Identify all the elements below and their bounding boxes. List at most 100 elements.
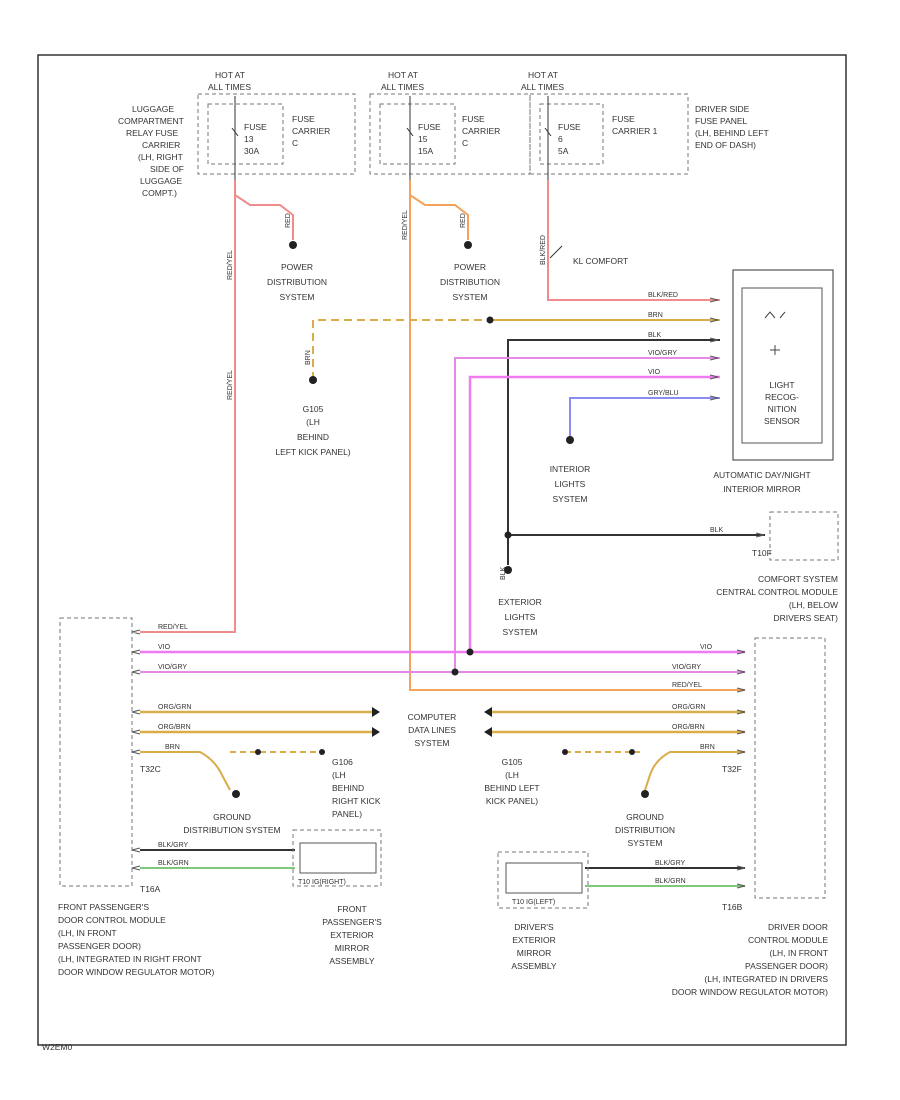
svg-text:NITION: NITION — [768, 404, 797, 414]
fuse-2-line-1: FUSE — [418, 122, 441, 132]
carrier-2-line-1: FUSE — [462, 114, 485, 124]
diagram-frame — [37, 54, 847, 1046]
right-carrier-description: DRIVER SIDE FUSE PANEL (LH, BEHIND LEFT … — [695, 104, 769, 150]
svg-text:DOOR WINDOW REGULATOR MOTOR): DOOR WINDOW REGULATOR MOTOR) — [58, 967, 214, 977]
connector-t16a: T16A — [140, 884, 161, 894]
mirror-outer-box — [732, 269, 834, 461]
svg-text:(LH: (LH — [332, 770, 346, 780]
svg-text:RELAY FUSE: RELAY FUSE — [126, 128, 178, 138]
svg-text:SYSTEM: SYSTEM — [453, 292, 488, 302]
data-arrow-left-1 — [372, 707, 380, 717]
svg-text:G105: G105 — [502, 757, 523, 767]
svg-text:FRONT PASSENGER'S: FRONT PASSENGER'S — [58, 902, 149, 912]
ground-terminal — [309, 376, 317, 384]
fuse-3-line-3: 5A — [558, 146, 569, 156]
fuse-inner-box-3 — [539, 103, 604, 165]
fuse-1-line-2: 13 — [244, 134, 254, 144]
hot-at-label-2b: ALL TIMES — [381, 82, 424, 92]
fuse-carrier-box-3 — [529, 93, 689, 175]
driver-door-module-box — [754, 637, 826, 899]
left-wire-blkgrn: BLK/GRN — [158, 860, 189, 867]
svg-text:BEHIND: BEHIND — [332, 783, 364, 793]
ground-terminal — [255, 749, 261, 755]
svg-text:DRIVER SIDE: DRIVER SIDE — [695, 104, 750, 114]
svg-text:CARRIER: CARRIER — [142, 140, 180, 150]
sensor-wire-1: BLK/RED — [648, 292, 678, 299]
left-wire-org2: ORG/BRN — [158, 724, 191, 731]
wire-gray-blue — [569, 397, 720, 440]
left-wire-brn: BRN — [165, 744, 180, 751]
svg-text:EXTERIOR: EXTERIOR — [330, 930, 373, 940]
drivers-mirror-label: DRIVER'S EXTERIOR MIRROR ASSEMBLY — [511, 922, 557, 971]
svg-text:DOOR WINDOW REGULATOR MOTOR): DOOR WINDOW REGULATOR MOTOR) — [672, 987, 828, 997]
interior-lights-terminal — [566, 436, 574, 444]
svg-text:RIGHT KICK: RIGHT KICK — [332, 796, 381, 806]
svg-text:COMPUTER: COMPUTER — [408, 712, 457, 722]
wire-red-left-branch — [234, 194, 294, 240]
hot-at-label-3b: ALL TIMES — [521, 82, 564, 92]
svg-text:DATA LINES: DATA LINES — [408, 725, 456, 735]
svg-text:DISTRIBUTION SYSTEM: DISTRIBUTION SYSTEM — [183, 825, 280, 835]
svg-text:GROUND: GROUND — [213, 812, 251, 822]
kl-comfort-label: KL COMFORT — [573, 256, 628, 266]
interior-lights-label: INTERIOR LIGHTS SYSTEM — [550, 464, 591, 504]
comfort-module-box — [769, 511, 839, 561]
hot-at-label-1: HOT AT — [215, 70, 245, 80]
svg-text:EXTERIOR: EXTERIOR — [498, 597, 541, 607]
svg-text:KICK PANEL): KICK PANEL) — [486, 796, 538, 806]
ground-terminal — [641, 790, 649, 798]
svg-text:SIDE OF: SIDE OF — [150, 164, 184, 174]
fuse-area: HOT AT ALL TIMES HOT AT ALL TIMES HOT AT… — [118, 70, 769, 198]
right-wire-org2: ORG/BRN — [672, 724, 705, 731]
front-passenger-door-label: FRONT PASSENGER'S DOOR CONTROL MODULE (L… — [58, 902, 214, 977]
wire-orange-mid-vertical — [409, 180, 745, 691]
ground-g106-label: G106 (LH BEHIND RIGHT KICK PANEL) — [332, 757, 381, 819]
connector-t32c: T32C — [140, 764, 161, 774]
exterior-lights-label: EXTERIOR LIGHTS SYSTEM — [498, 597, 541, 637]
sensor-icon — [770, 345, 780, 355]
connector-pins — [131, 297, 765, 889]
carrier-1-line-3: C — [292, 138, 298, 148]
data-arrow-left-2 — [372, 727, 380, 737]
power-terminal — [464, 241, 472, 249]
junction-dot — [451, 668, 459, 676]
fuse-symbol-1 — [231, 96, 239, 180]
fuse-2-line-3: 15A — [418, 146, 433, 156]
svg-text:INTERIOR: INTERIOR — [550, 464, 591, 474]
junction-dot — [504, 531, 512, 539]
svg-text:LUGGAGE: LUGGAGE — [140, 176, 182, 186]
ground-distribution-left: GROUND DISTRIBUTION SYSTEM — [183, 812, 280, 835]
fuse-symbol-3 — [544, 96, 552, 180]
sensor-inner-box — [741, 287, 823, 444]
sensor-wire-2: BRN — [648, 312, 663, 319]
svg-text:(LH: (LH — [505, 770, 519, 780]
svg-text:DOOR CONTROL MODULE: DOOR CONTROL MODULE — [58, 915, 166, 925]
ground-terminal — [232, 790, 240, 798]
left-wire-blkgry: BLK/GRY — [158, 842, 189, 849]
svg-text:END OF DASH): END OF DASH) — [695, 140, 756, 150]
svg-text:MIRROR: MIRROR — [335, 943, 369, 953]
svg-text:BEHIND LEFT: BEHIND LEFT — [484, 783, 539, 793]
wire-red-left-vertical — [140, 180, 236, 633]
wire-label-red-top2: RED — [460, 213, 467, 228]
connector-t32f: T32F — [722, 764, 742, 774]
wire-violet — [140, 375, 720, 654]
hot-at-label-3: HOT AT — [528, 70, 558, 80]
wire-brn-ground-dashed — [312, 319, 490, 380]
ground-terminal — [319, 749, 325, 755]
svg-text:FUSE PANEL: FUSE PANEL — [695, 116, 748, 126]
wire-label-blk-vertical: BLK — [500, 566, 507, 580]
svg-text:SYSTEM: SYSTEM — [280, 292, 315, 302]
carrier-3-line-2: CARRIER 1 — [612, 126, 658, 136]
fuse-3-line-1: FUSE — [558, 122, 581, 132]
svg-text:SYSTEM: SYSTEM — [415, 738, 450, 748]
left-wire-vio: VIO — [158, 644, 171, 651]
wire-label-red-v1: RED/YEL — [227, 250, 234, 280]
fuse-2-line-2: 15 — [418, 134, 428, 144]
wire-labels: RED RED RED/YEL RED/YEL RED/YEL BLK/RED … — [158, 210, 724, 885]
ground-g105-label: G105 (LH BEHIND LEFT KICK PANEL) — [275, 404, 350, 457]
fuse-carrier-box-2 — [369, 93, 531, 175]
svg-text:(LH: (LH — [306, 417, 320, 427]
wire-label-orange-v: RED/YEL — [402, 210, 409, 240]
svg-text:(LH, INTEGRATED IN RIGHT FRONT: (LH, INTEGRATED IN RIGHT FRONT — [58, 954, 202, 964]
